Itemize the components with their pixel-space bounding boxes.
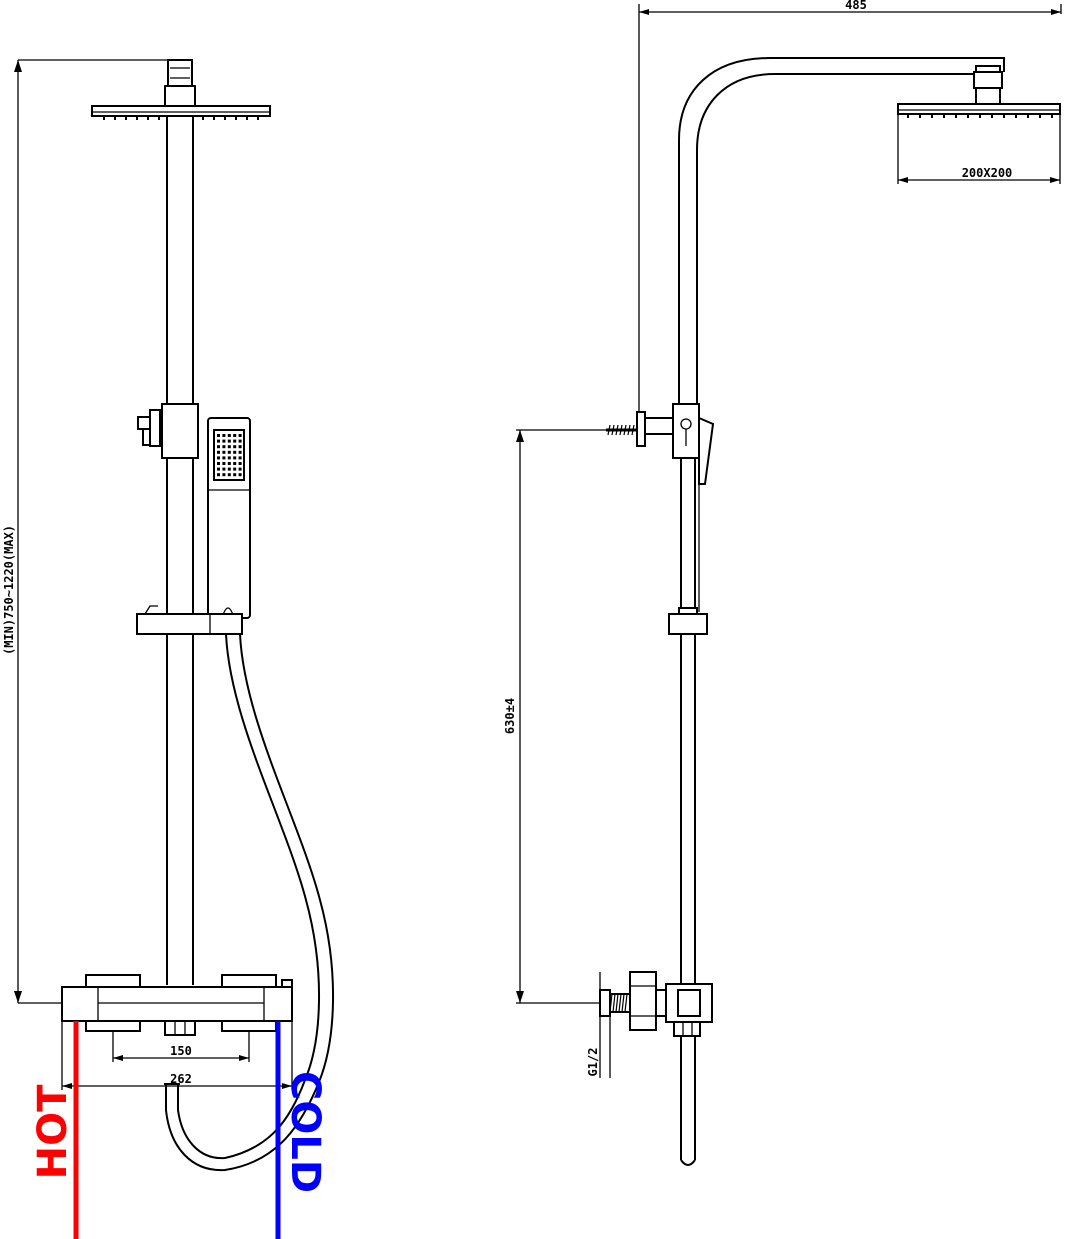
rain-shower-head-front (91, 105, 271, 120)
hot-label: HOT (30, 1084, 76, 1179)
head-size-dimension: 200X200 (897, 114, 1061, 184)
connector-height-dimension: 630±4 (503, 429, 612, 1004)
width-dimension: 262 (61, 1021, 293, 1090)
shower-hose (164, 633, 334, 1172)
curved-riser-arm (678, 57, 1005, 404)
height-range-label: (MIN)750~1220(MAX) (2, 525, 16, 655)
head-size-label: 200X200 (962, 166, 1013, 180)
riser-pipe-front (166, 116, 194, 985)
thread-dimension: G1/2 (586, 972, 611, 1078)
height-dimension: (MIN)750~1220(MAX) (2, 59, 170, 1004)
slide-bracket-front (136, 605, 243, 635)
connector-height-label: 630±4 (503, 698, 517, 734)
supply-lines: HOT COLD (30, 1021, 328, 1239)
valve-spacing-label: 150 (170, 1044, 192, 1058)
slide-bracket-side (668, 607, 708, 635)
thread-label: G1/2 (586, 1048, 600, 1077)
thermostatic-valve-side (599, 971, 713, 1037)
overhead-connector (164, 59, 196, 107)
rain-shower-head-side (897, 103, 1061, 118)
arm-length-dimension: 485 (638, 0, 1062, 420)
diverter-bracket-front (137, 403, 199, 459)
diverter-bracket-side (606, 403, 715, 485)
thermostatic-valve-front (61, 974, 293, 1036)
hand-shower (207, 417, 251, 619)
valve-width-label: 262 (170, 1072, 192, 1086)
front-view: (MIN)750~1220(MAX) (2, 59, 334, 1239)
spacing-dimension: 150 (112, 1031, 250, 1062)
side-view: 485 200X200 (503, 0, 1062, 1166)
lower-riser-side (680, 456, 696, 1166)
cold-label: COLD (282, 1071, 328, 1193)
arm-length-label: 485 (845, 0, 867, 12)
